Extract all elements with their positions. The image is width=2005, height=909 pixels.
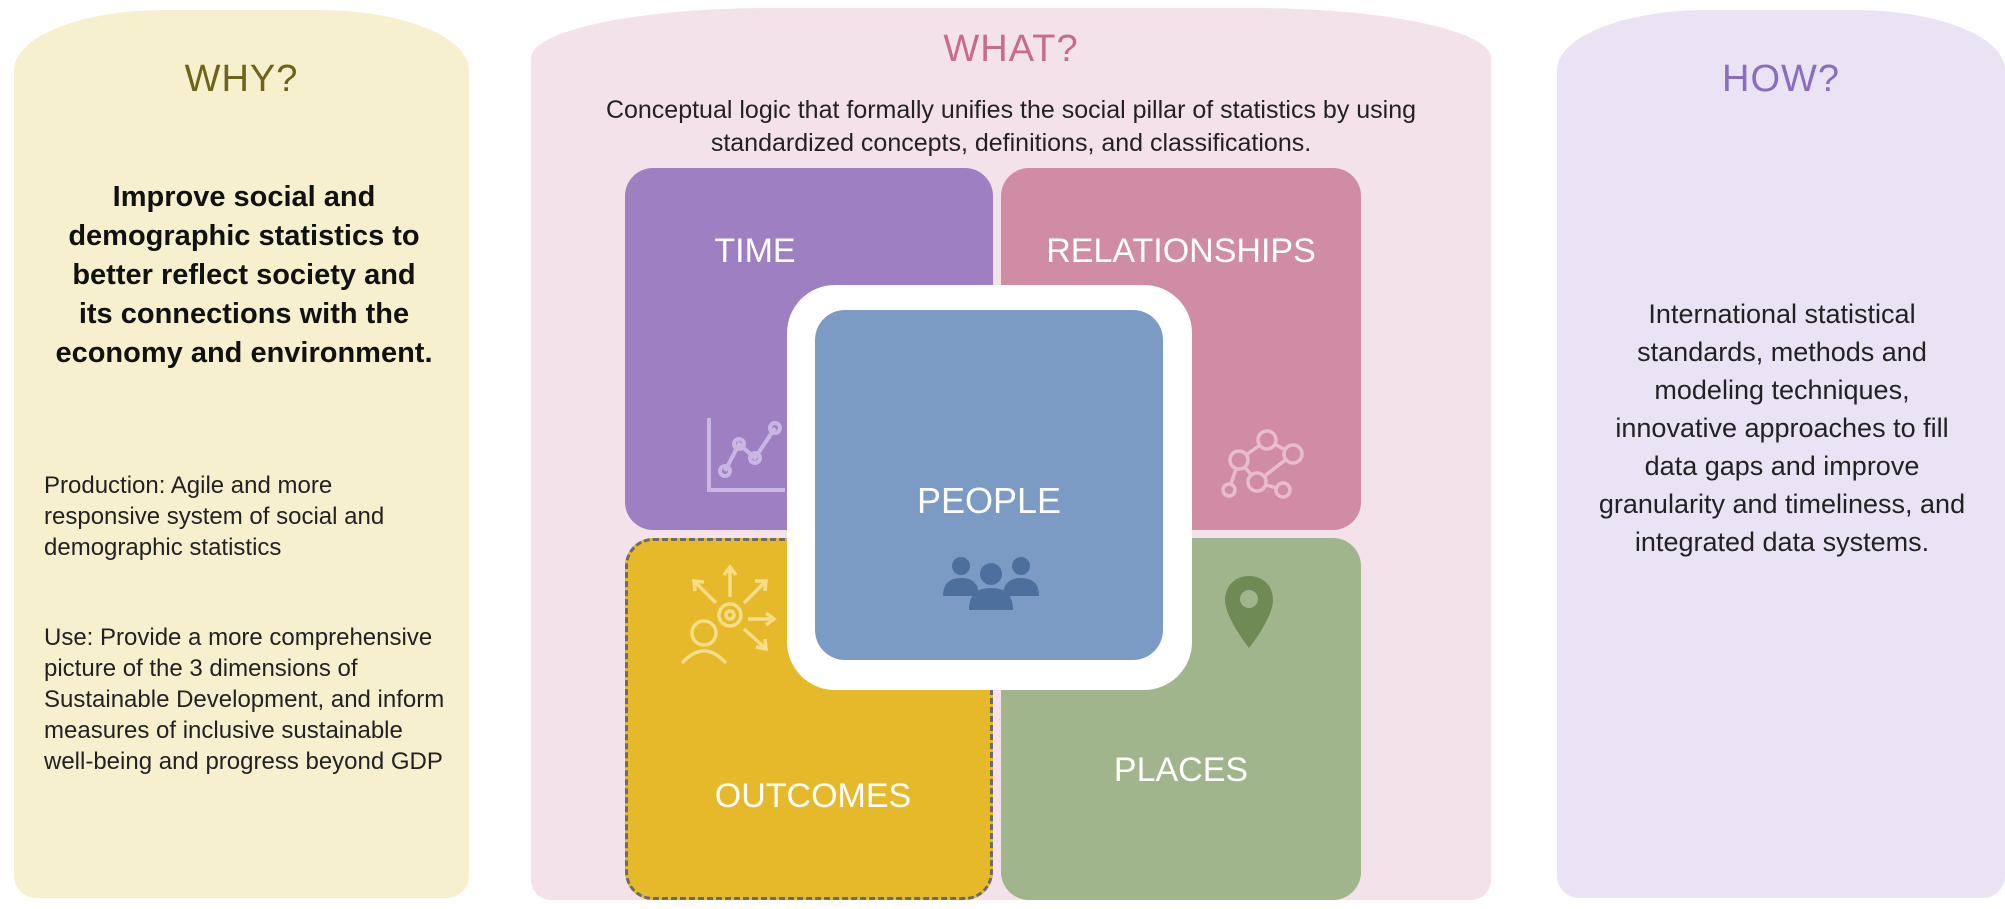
why-lead-statement: Improve social and demographic statistic… [55,181,433,369]
how-column: HOW? International statistical standards… [1557,10,2005,898]
outcomes-label: OUTCOMES [714,777,912,815]
why-heading: WHY? [184,58,299,100]
what-heading: WHAT? [943,28,1079,70]
time-label: TIME [714,232,796,270]
network-icon [1221,429,1304,499]
why-use-text: Use: Provide a more comprehensive pictur… [44,624,445,775]
people-label: PEOPLE [916,480,1062,521]
places-label: PLACES [1113,751,1249,789]
map-pin-icon [1225,576,1273,648]
what-description: Conceptual logic that formally unifies t… [605,96,1417,157]
line-chart-icon [707,418,785,492]
how-body: International statistical standards, met… [1598,299,1966,557]
people-tile: PEOPLE [815,310,1163,660]
relationships-label: RELATIONSHIPS [1046,232,1316,270]
why-column: WHY? Improve social and demographic stat… [14,10,469,898]
person-gear-icon [680,564,777,665]
why-production-text: Production: Agile and more responsive sy… [44,472,385,561]
people-group-icon [943,557,1039,610]
how-heading: HOW? [1722,58,1840,100]
